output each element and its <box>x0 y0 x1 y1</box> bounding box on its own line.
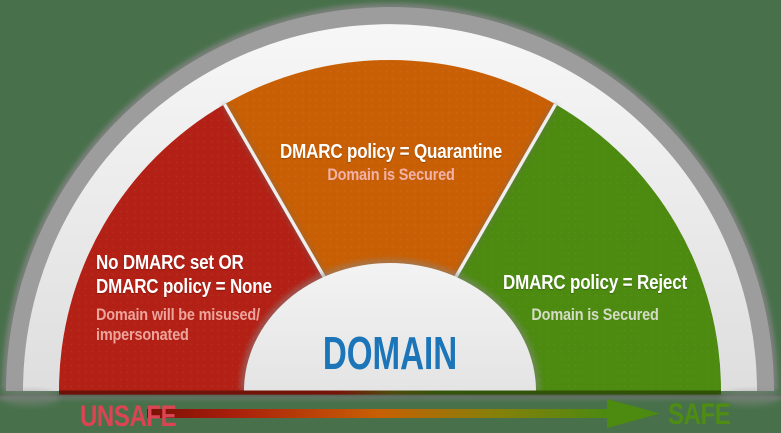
segment-none-title-line1: No DMARC set OR <box>96 252 244 274</box>
segment-reject-subtitle: Domain is Secured <box>531 305 659 324</box>
ground-smudge-left <box>0 390 60 406</box>
ground-smudge-right <box>720 390 780 406</box>
safety-scale-arrowhead-icon <box>607 399 660 428</box>
ground-shadow <box>0 394 781 403</box>
segment-none-subtitle-line1: Domain will be misused/ <box>96 305 260 324</box>
safety-scale-arrow-bar <box>147 409 608 418</box>
hub <box>244 263 536 391</box>
segment-none-text: No DMARC set OR DMARC policy = None Doma… <box>96 251 272 345</box>
segment-quarantine-title: DMARC policy = Quarantine <box>280 141 502 163</box>
divider-left <box>223 103 342 306</box>
segment-dot-texture <box>59 60 721 391</box>
divider-right <box>438 103 557 306</box>
segment-quarantine-subtitle: Domain is Secured <box>327 165 455 184</box>
baseline-bevel <box>59 390 721 395</box>
segment-reject-title: DMARC policy = Reject <box>503 272 687 294</box>
segment-none-subtitle-line2: impersonated <box>96 325 189 344</box>
segment-reject-text: DMARC policy = Reject Domain is Secured <box>485 271 706 325</box>
segment-none-title-line2: DMARC policy = None <box>96 276 272 298</box>
hub-label: DOMAIN <box>322 327 458 379</box>
unsafe-label: UNSAFE <box>80 400 177 433</box>
safe-label: SAFE <box>668 398 731 431</box>
segment-quarantine-text: DMARC policy = Quarantine Domain is Secu… <box>254 140 528 185</box>
